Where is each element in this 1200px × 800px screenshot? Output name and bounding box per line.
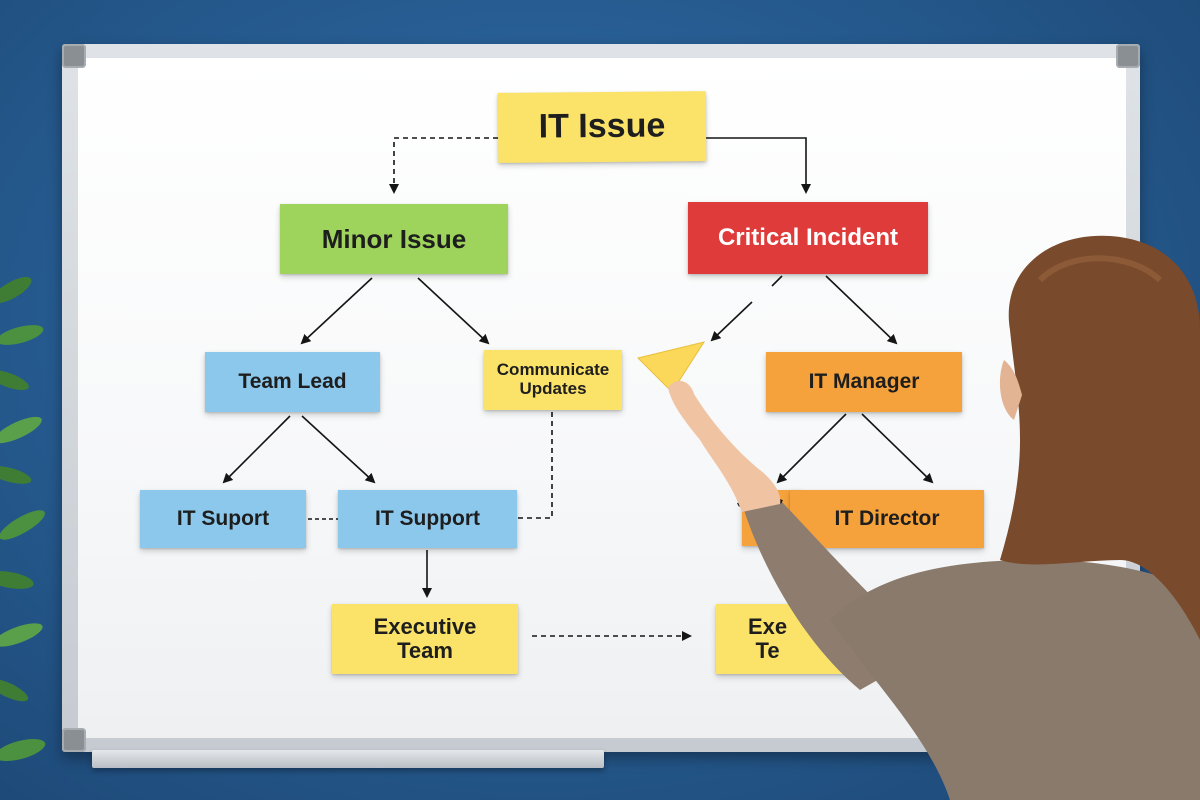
marker-tray [92,750,604,768]
connector-minor-to-teamlead [300,277,373,345]
whiteboard-corner-top-right [1116,44,1140,68]
note-it-manager: IT Manager [766,352,962,412]
whiteboard-corner-bottom-left [62,728,86,752]
note-it-suport: IT Suport [140,490,306,548]
note-executive-team: Executive Team [332,604,518,674]
note-critical-incident: Critical Incident [688,202,928,274]
note-minor-issue: Minor Issue [280,204,508,274]
connector-teamlead-to-suport [222,415,291,484]
connector-teamlead-to-support [301,415,376,484]
connector-critical-stub [771,275,783,287]
connector-critical-to-manager [825,275,898,345]
note-it-director: IT Director [790,490,984,548]
connector-minor-to-communicate [417,277,490,345]
connector-root-to-critical [706,137,811,194]
note-it-support: IT Support [338,490,517,548]
connector-manager-to-director [861,413,934,484]
connector-communicate-to-support [518,412,553,519]
note-communicate-updates: Communicate Updates [484,350,622,410]
connector-manager-to-hidden [776,413,847,484]
plant-leaves [0,250,70,800]
note-it-issue: IT Issue [497,91,707,163]
connector-root-to-minor [389,137,498,194]
connector-critical-to-pointer [710,301,753,342]
note-team-lead: Team Lead [205,352,380,412]
whiteboard-corner-top-left [62,44,86,68]
note-executive-team-right: Exe Te [716,604,902,674]
